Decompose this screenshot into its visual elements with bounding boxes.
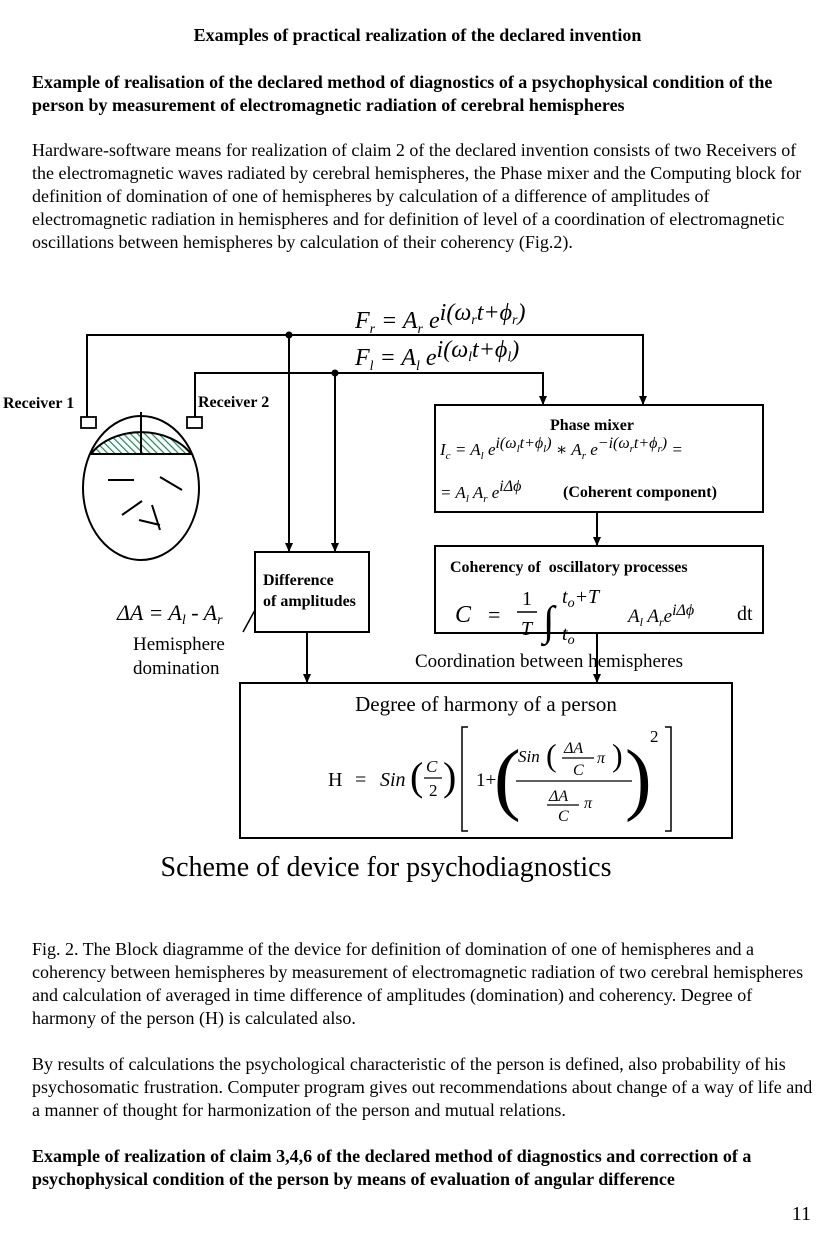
receiver2-sensor (186, 416, 203, 429)
head-icon (82, 412, 200, 561)
results-paragraph: By results of calculations the psycholog… (32, 1054, 813, 1120)
svg-text:C: C (573, 762, 584, 779)
svg-text:=: = (488, 602, 500, 627)
phase-mixer-label: Phase mixer (550, 417, 634, 434)
svg-text:ΔA: ΔA (563, 740, 583, 757)
svg-text:(: ( (494, 735, 521, 823)
section-heading-2: Example of realization of claim 3,4,6 of… (32, 1146, 752, 1189)
coordination-label: Coordination between hemispheres (415, 651, 683, 672)
svg-text:Sin: Sin (518, 747, 540, 766)
svg-text:): ) (625, 735, 652, 823)
svg-text:): ) (443, 754, 456, 799)
section-heading: Example of realisation of the declared m… (32, 72, 773, 115)
formula-fl: Fl = Al ei(ωlt+ϕl) (354, 337, 519, 374)
harmony-label: Degree of harmony of a person (355, 692, 617, 716)
hemisphere-label-line2: domination (133, 658, 220, 679)
coherency-formula: C = 1 T ∫ to+T to Al AreiΔϕ dt (455, 586, 753, 648)
block-diagram: Fr = Ar ei(ωrt+ϕr) Fl = Al ei(ωlt+ϕl) Re… (3, 300, 764, 883)
figure-caption: Fig. 2. The Block diagramme of the devic… (32, 939, 804, 1028)
svg-text:dt: dt (737, 603, 753, 625)
hemisphere-label-line1: Hemisphere (133, 634, 225, 655)
svg-text:C: C (426, 757, 438, 776)
svg-text:(: ( (546, 737, 557, 773)
intro-paragraph: Hardware-software means for realization … (32, 140, 802, 252)
svg-text:C: C (455, 602, 472, 628)
receiver1-label: Receiver 1 (3, 395, 74, 412)
svg-text:2: 2 (650, 727, 659, 746)
svg-text:=: = (355, 769, 366, 791)
svg-text:T: T (521, 618, 534, 640)
svg-text:(: ( (410, 754, 423, 799)
junction-dot (285, 331, 293, 339)
junction-dot (331, 369, 339, 377)
svg-text:): ) (612, 737, 623, 773)
harmony-formula: H = Sin ( C 2 ) 1+ ( Sin ( ΔA C π ) ΔA C… (328, 726, 672, 832)
svg-text:1+: 1+ (476, 770, 496, 791)
svg-text:∫: ∫ (540, 599, 557, 647)
difference-label-line2: of amplitudes (263, 593, 356, 610)
svg-text:1: 1 (522, 588, 532, 610)
page-number: 11 (791, 1203, 811, 1225)
coherency-box (434, 545, 764, 634)
svg-text:π: π (584, 795, 593, 812)
receiver1-sensor (80, 416, 97, 429)
svg-text:C: C (558, 808, 569, 825)
page-title: Examples of practical realization of the… (193, 25, 642, 45)
delta-a-formula: ΔA = Al - Ar (116, 600, 223, 628)
svg-text:π: π (597, 750, 606, 767)
svg-text:ΔA: ΔA (548, 788, 568, 805)
svg-text:H: H (328, 769, 342, 791)
formula-fr: Fr = Ar ei(ωrt+ϕr) (354, 300, 525, 337)
scheme-caption: Scheme of device for psychodiagnostics (161, 852, 612, 883)
svg-text:Fl = Al ei(ωlt+ϕl): Fl = Al ei(ωlt+ϕl) (354, 337, 519, 374)
receiver2-label: Receiver 2 (198, 394, 269, 411)
svg-text:Fr = Ar ei(ωrt+ϕr): Fr = Ar ei(ωrt+ϕr) (354, 300, 525, 337)
difference-label-line1: Difference (263, 572, 334, 589)
svg-text:Sin: Sin (380, 769, 406, 791)
svg-text:2: 2 (429, 781, 438, 800)
coherency-label: Coherency of oscillatory processes (450, 559, 688, 576)
difference-box (254, 551, 370, 633)
phase-mixer-box (434, 404, 764, 513)
coherent-component-label: (Coherent component) (563, 484, 717, 501)
harmony-box (239, 682, 733, 839)
